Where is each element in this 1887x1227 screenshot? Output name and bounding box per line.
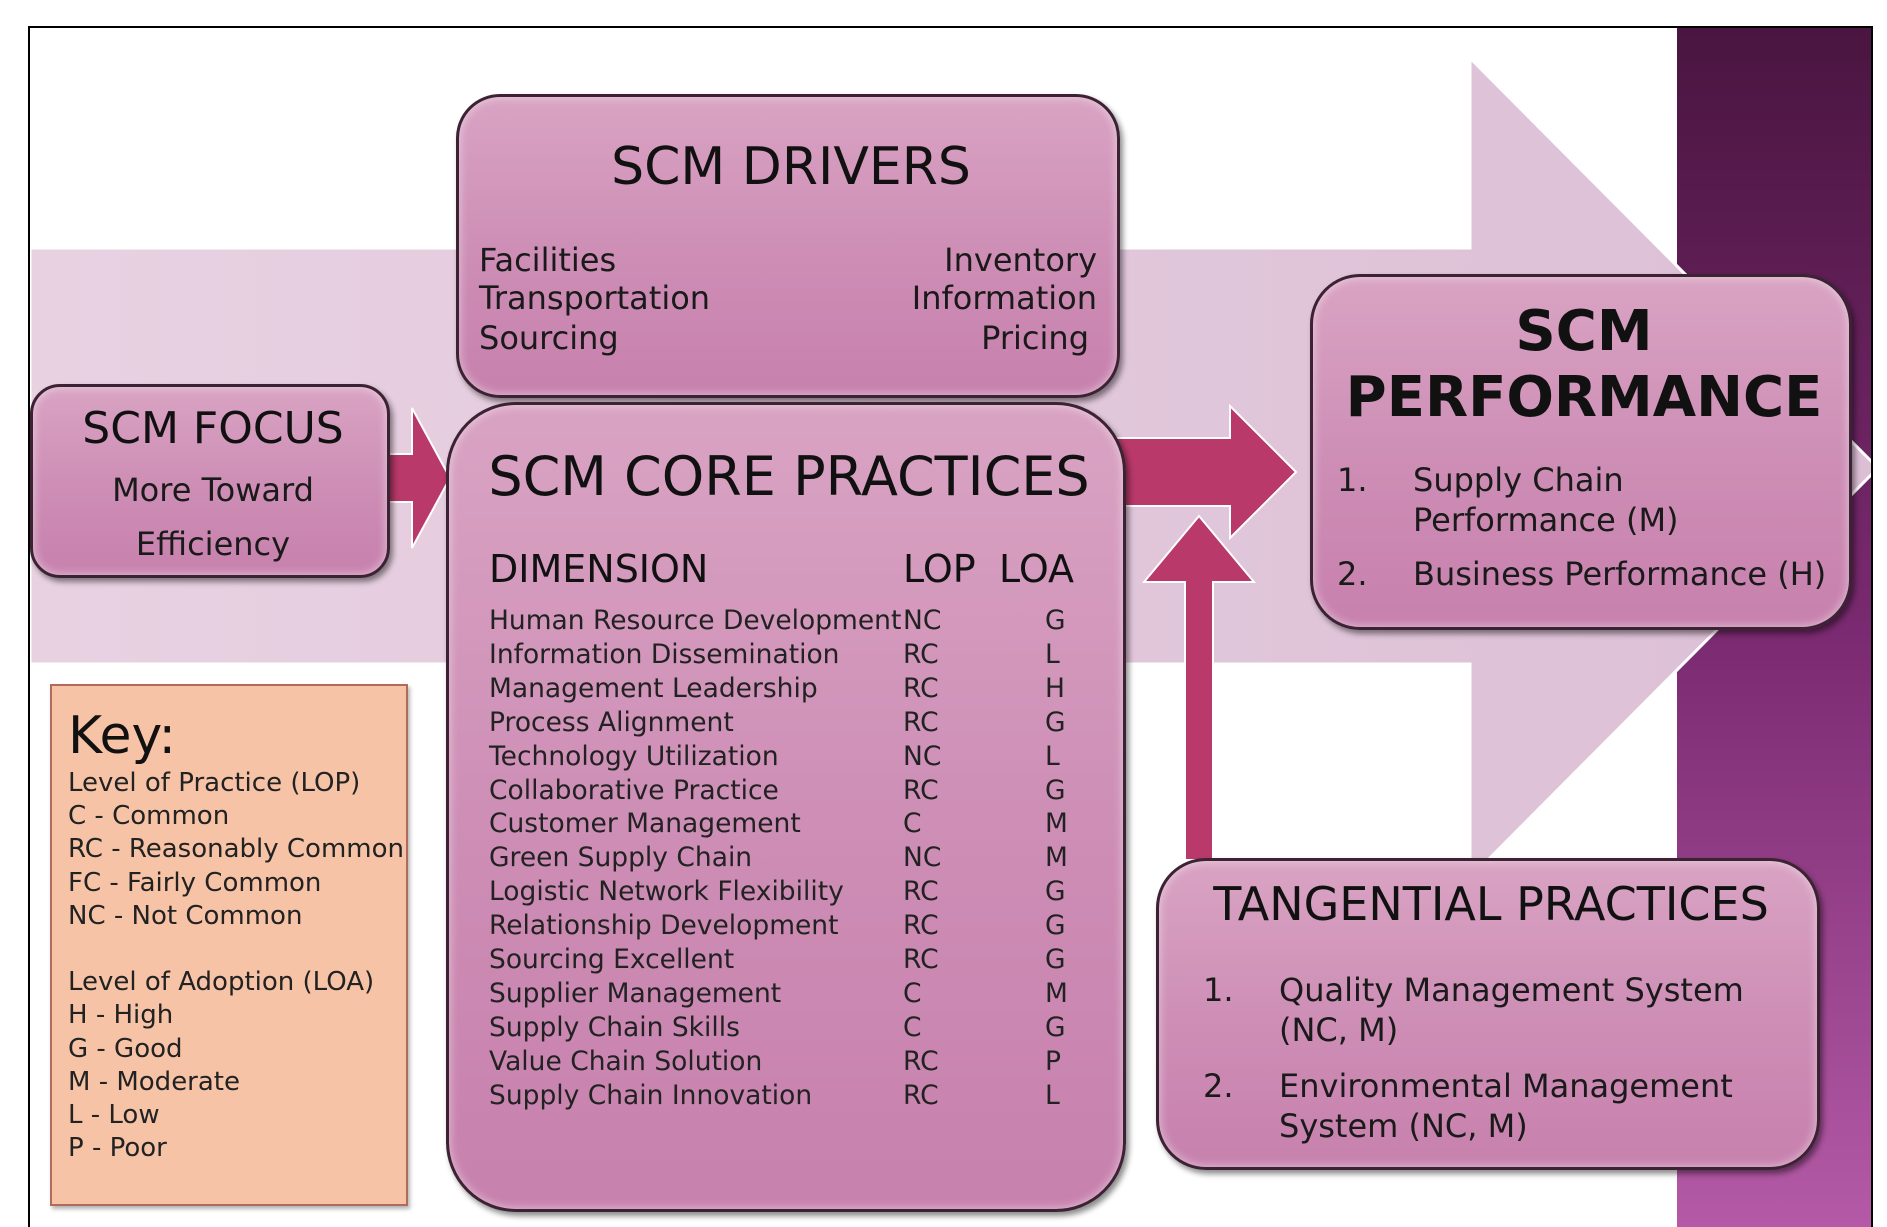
key-title: Key: bbox=[68, 706, 177, 766]
performance-item-2-line-1: Business Performance (H) bbox=[1413, 555, 1827, 593]
drivers-title: SCM DRIVERS bbox=[611, 137, 971, 197]
lop-cell: NC bbox=[903, 842, 942, 874]
dimension-cell: Human Resource Development bbox=[489, 605, 902, 636]
core-title: SCM CORE PRACTICES bbox=[488, 445, 1090, 508]
focus-line-1: More Toward bbox=[112, 471, 314, 509]
lop-cell: C bbox=[903, 977, 922, 1009]
drivers-box: SCM DRIVERS Facilities Transportation So… bbox=[456, 94, 1120, 398]
key-line: NC - Not Common bbox=[68, 900, 303, 931]
lop-cell: NC bbox=[903, 605, 942, 636]
driver-facilities: Facilities bbox=[479, 241, 617, 279]
dimension-cell: Customer Management bbox=[489, 808, 801, 840]
focus-to-core-arrow bbox=[385, 407, 452, 549]
dimension-header: DIMENSION bbox=[489, 547, 709, 591]
lop-cell: RC bbox=[903, 1045, 939, 1077]
key-line: C - Common bbox=[68, 801, 230, 832]
focus-line-2: Efficiency bbox=[135, 525, 291, 563]
loa-cell: G bbox=[1045, 910, 1066, 942]
lop-cell: RC bbox=[903, 910, 939, 942]
loa-cell: L bbox=[1045, 638, 1060, 670]
lop-cell: NC bbox=[903, 740, 942, 772]
tangential-item-1-line-2: (NC, M) bbox=[1279, 1011, 1399, 1049]
dimension-cell: Sourcing Excellent bbox=[489, 944, 735, 975]
loa-header: LOA bbox=[999, 547, 1075, 591]
loa-cell: P bbox=[1045, 1045, 1061, 1077]
driver-information: Information bbox=[911, 279, 1097, 317]
focus-title: SCM FOCUS bbox=[82, 403, 344, 454]
loa-cell: G bbox=[1045, 876, 1066, 908]
key-line: RC - Reasonably Common bbox=[68, 834, 405, 865]
lop-cell: RC bbox=[903, 944, 939, 975]
loa-cell: M bbox=[1045, 977, 1068, 1009]
driver-transportation: Transportation bbox=[479, 279, 711, 317]
performance-item-1-line-2: Performance (M) bbox=[1413, 501, 1679, 539]
dimension-cell: Management Leadership bbox=[489, 672, 818, 704]
lop-cell: RC bbox=[903, 638, 939, 670]
lop-cell: C bbox=[903, 808, 922, 840]
lop-cell: RC bbox=[903, 774, 939, 806]
loa-cell: L bbox=[1045, 740, 1060, 772]
tangential-item-2-number: 2. bbox=[1203, 1067, 1234, 1105]
dimension-cell: Green Supply Chain bbox=[489, 842, 753, 874]
driver-inventory: Inventory bbox=[944, 241, 1097, 279]
dimension-cell: Technology Utilization bbox=[489, 740, 779, 772]
diagram-frame: SCM DRIVERS Facilities Transportation So… bbox=[28, 26, 1873, 1227]
key-line: H - High bbox=[68, 1000, 174, 1031]
lop-header: LOP bbox=[903, 547, 976, 591]
lop-cell: C bbox=[903, 1011, 922, 1043]
lop-cell: RC bbox=[903, 876, 939, 908]
performance-item-1-number: 1. bbox=[1337, 461, 1368, 499]
key-line: Level of Adoption (LOA) bbox=[68, 967, 375, 998]
performance-item-2-number: 2. bbox=[1337, 555, 1368, 593]
dimension-cell: Process Alignment bbox=[489, 706, 734, 738]
loa-cell: M bbox=[1045, 842, 1068, 874]
loa-cell: L bbox=[1045, 1079, 1060, 1111]
focus-box: SCM FOCUS More Toward Efficiency bbox=[30, 384, 390, 578]
key-line: M - Moderate bbox=[68, 1066, 240, 1097]
loa-cell: H bbox=[1045, 672, 1065, 704]
driver-pricing: Pricing bbox=[981, 319, 1089, 357]
tangential-item-2-line-1: Environmental Management bbox=[1279, 1067, 1733, 1105]
dimension-cell: Logistic Network Flexibility bbox=[489, 876, 844, 908]
dimension-cell: Collaborative Practice bbox=[489, 774, 779, 806]
dimension-cell: Information Dissemination bbox=[489, 638, 840, 670]
key-line: FC - Fairly Common bbox=[68, 867, 322, 898]
tangential-to-performance-arrow bbox=[1141, 514, 1257, 861]
dimension-cell: Value Chain Solution bbox=[489, 1045, 763, 1077]
tangential-item-1-number: 1. bbox=[1203, 971, 1234, 1009]
driver-sourcing: Sourcing bbox=[479, 319, 619, 357]
tangential-item-1-line-1: Quality Management System bbox=[1279, 971, 1744, 1009]
performance-box: SCM PERFORMANCE 1. Supply Chain Performa… bbox=[1310, 274, 1852, 630]
lop-cell: RC bbox=[903, 1079, 939, 1111]
tangential-item-2-line-2: System (NC, M) bbox=[1279, 1107, 1528, 1145]
dimension-cell: Supply Chain Innovation bbox=[489, 1079, 813, 1111]
tangential-title: TANGENTIAL PRACTICES bbox=[1213, 877, 1769, 931]
loa-cell: G bbox=[1045, 605, 1066, 636]
core-practices-box: SCM CORE PRACTICES DIMENSION LOP LOA Hum… bbox=[446, 402, 1126, 1212]
key-line: P - Poor bbox=[68, 1133, 167, 1164]
tangential-practices-box: TANGENTIAL PRACTICES 1. Quality Manageme… bbox=[1156, 858, 1820, 1170]
performance-title-line-2: PERFORMANCE bbox=[1345, 365, 1823, 430]
performance-item-1-line-1: Supply Chain bbox=[1413, 461, 1624, 499]
dimension-cell: Supplier Management bbox=[489, 977, 782, 1009]
key-line: G - Good bbox=[68, 1033, 183, 1064]
lop-cell: RC bbox=[903, 672, 939, 704]
key-line: L - Low bbox=[68, 1100, 160, 1130]
loa-cell: G bbox=[1045, 706, 1066, 738]
loa-cell: G bbox=[1045, 1011, 1066, 1043]
dimension-cell: Supply Chain Skills bbox=[489, 1011, 740, 1043]
loa-cell: G bbox=[1045, 944, 1066, 975]
loa-cell: M bbox=[1045, 808, 1068, 840]
key-line: Level of Practice (LOP) bbox=[68, 768, 361, 798]
loa-cell: G bbox=[1045, 774, 1066, 806]
dimension-cell: Relationship Development bbox=[489, 910, 839, 942]
performance-title-line-1: SCM bbox=[1515, 299, 1653, 364]
lop-cell: RC bbox=[903, 706, 939, 738]
